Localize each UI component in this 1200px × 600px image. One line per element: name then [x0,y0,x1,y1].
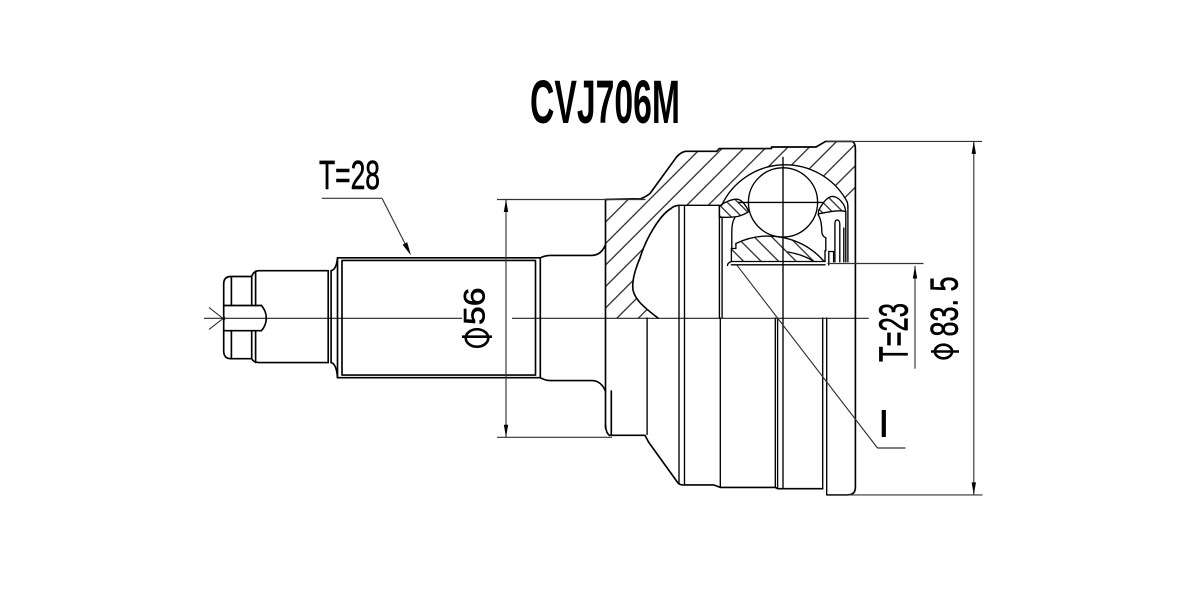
svg-text:T=23: T=23 [870,303,916,362]
svg-text:83. 5: 83. 5 [924,277,967,337]
svg-text:56: 56 [459,288,492,326]
svg-text:CVJ706M: CVJ706M [530,68,680,136]
svg-text:T=28: T=28 [319,152,380,198]
